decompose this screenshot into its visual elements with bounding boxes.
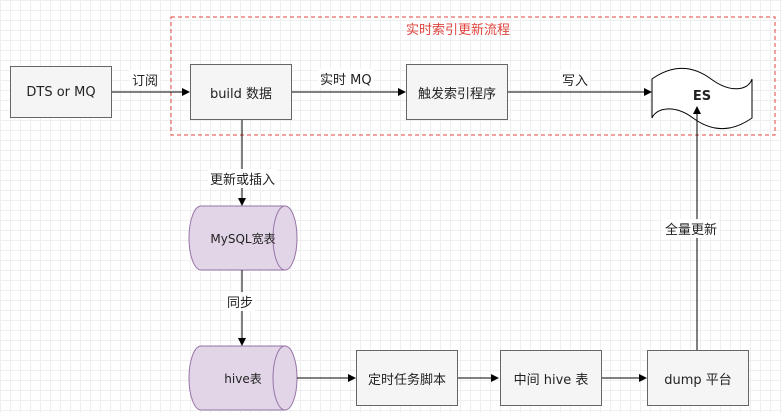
edge-label-upsert: 更新或插入 xyxy=(208,169,278,188)
node-mysql-label: MySQL宽表 xyxy=(210,231,276,246)
node-build-data[interactable]: build 数据 xyxy=(190,64,292,120)
group-title: 实时索引更新流程 xyxy=(406,23,511,38)
realtime-group-frame xyxy=(170,16,776,136)
edge-label-write: 写入 xyxy=(560,70,591,89)
edge-label-realtime-mq: 实时 MQ xyxy=(318,69,374,88)
mysql-cylinder[interactable] xyxy=(188,205,298,271)
node-scheduled-script[interactable]: 定时任务脚本 xyxy=(356,350,458,406)
node-es-label: ES xyxy=(692,88,712,104)
edge-label-full-update: 全量更新 xyxy=(663,219,720,238)
node-dump-platform[interactable]: dump 平台 xyxy=(647,350,749,406)
edge-label-sync: 同步 xyxy=(225,292,256,311)
node-dts-or-mq[interactable]: DTS or MQ xyxy=(10,66,112,118)
es-shape[interactable] xyxy=(651,68,753,129)
hive-cylinder[interactable] xyxy=(188,345,298,411)
node-hive-label: hive表 xyxy=(224,371,262,386)
edge-label-subscribe: 订阅 xyxy=(130,70,161,89)
node-intermediate-hive[interactable]: 中间 hive 表 xyxy=(500,350,602,406)
node-trigger-index[interactable]: 触发索引程序 xyxy=(406,64,508,120)
